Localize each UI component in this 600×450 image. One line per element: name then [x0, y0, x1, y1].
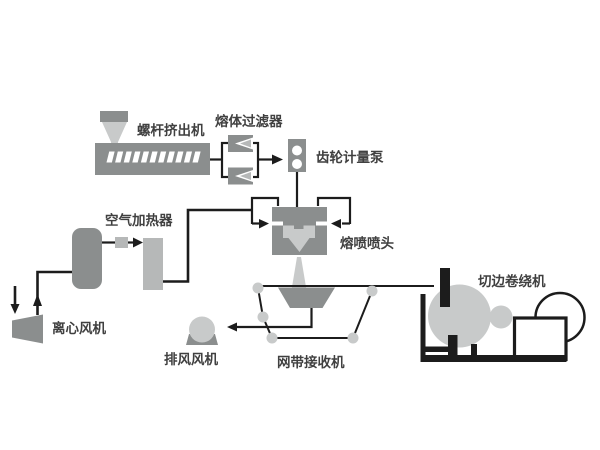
- die-melt-channel: [294, 214, 304, 229]
- screw-flights: [106, 151, 201, 163]
- heater-inlet-arrow: [133, 237, 143, 248]
- suction-box: [278, 287, 335, 308]
- winder-frame-left: [420, 294, 426, 358]
- winder-support-bar: [448, 335, 458, 357]
- die-slot-left: [272, 221, 283, 226]
- label-centrifugal-fan: 离心风机: [52, 320, 106, 336]
- air-branch-right: [316, 196, 352, 224]
- label-belt-receiver: 网带接收机: [277, 354, 345, 370]
- nip-roller: [489, 305, 513, 329]
- label-winder: 切边卷绕机: [478, 273, 546, 289]
- arrow-to-pump: [272, 154, 283, 165]
- air-arrow-right: [331, 219, 341, 229]
- exhaust-pipe: [237, 308, 313, 329]
- air-tank: [72, 228, 102, 289]
- die-nose-insert: [283, 225, 315, 252]
- belt-roller: [252, 282, 264, 294]
- gear-pump-gear-top: [292, 145, 302, 156]
- centrifugal-fan-body: [12, 314, 43, 344]
- melt-filter-group: 熔体过滤器: [210, 113, 283, 185]
- label-exhaust-fan: 排风风机: [164, 351, 218, 367]
- gear-pump-gear-bottom: [292, 159, 302, 169]
- centrifugal-fan-group: 离心风机: [10, 270, 106, 344]
- belt-roller: [347, 332, 359, 344]
- edge-cutter-blade: [440, 268, 450, 307]
- winder-frame-shelf: [423, 346, 448, 352]
- belt-receiver-group: 网带接收机: [227, 282, 434, 370]
- winder-group: 切边卷绕机: [420, 268, 586, 362]
- winder-stand-box: [512, 316, 568, 362]
- label-die-head: 熔喷喷头: [340, 235, 394, 251]
- wound-roll: [428, 284, 491, 348]
- pipe-connector: [115, 237, 128, 248]
- filter-element-top: [228, 135, 253, 152]
- fan-outlet-arrow: [33, 294, 42, 306]
- hopper-funnel: [102, 122, 127, 153]
- filter-element-bottom: [228, 167, 253, 185]
- air-intake-arrow: [10, 304, 20, 314]
- fiber-spray-cone: [291, 257, 307, 290]
- hot-air-pipe: [163, 208, 252, 283]
- label-extruder: 螺杆挤出机: [137, 122, 205, 138]
- air-branch-left: [250, 196, 280, 224]
- air-heater-group: 空气加热器: [72, 208, 252, 290]
- hopper-lid: [100, 111, 128, 122]
- air-arrow-left: [259, 219, 269, 229]
- die-head-group: 熔喷喷头: [250, 196, 394, 290]
- belt-roller: [266, 332, 278, 344]
- winder-frame-base: [420, 355, 567, 362]
- fan-outlet-pipe: [36, 270, 72, 315]
- exhaust-fan-group: 排风风机: [164, 316, 218, 367]
- extruder-group: 螺杆挤出机: [95, 111, 210, 175]
- exhaust-fan-body: [189, 316, 215, 343]
- heater-body: [143, 238, 163, 290]
- gear-pump-group: 齿轮计量泵: [288, 139, 384, 207]
- die-slot-right: [316, 221, 327, 226]
- label-melt-filter: 熔体过滤器: [215, 113, 283, 129]
- belt-roller: [366, 285, 378, 297]
- label-gear-pump: 齿轮计量泵: [316, 149, 384, 165]
- winder-support-bar: [471, 344, 477, 357]
- label-air-heater: 空气加热器: [105, 212, 173, 228]
- exhaust-arrow: [227, 322, 237, 332]
- belt-roller: [257, 311, 269, 323]
